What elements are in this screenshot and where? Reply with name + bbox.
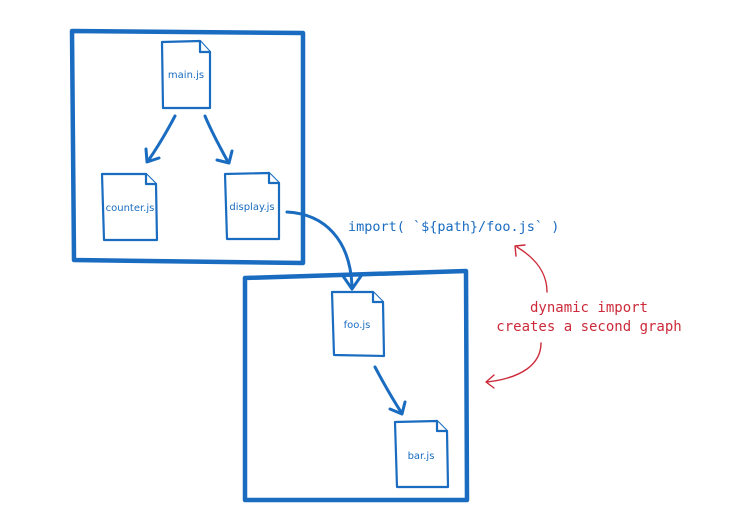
foo-js-document-icon — [330, 290, 386, 358]
counter-js-document-icon — [100, 172, 159, 242]
annotation-arrow-up — [514, 244, 548, 293]
bar-js-document-icon — [393, 419, 450, 489]
graph-2-border — [242, 268, 470, 503]
arrow-main-to-display — [203, 114, 234, 165]
arrow-main-to-counter — [144, 114, 177, 164]
annotation-line-2: creates a second graph — [496, 319, 681, 335]
display-js-label: display.js — [229, 202, 274, 213]
file-display-js: display.js — [223, 171, 281, 241]
bar-js-page-fold — [435, 419, 449, 433]
module-graph-2: foo.js bar.js — [242, 268, 470, 503]
dynamic-import-arrow — [285, 210, 363, 291]
annotation-line-1: dynamic import — [530, 300, 648, 316]
arrow-foo-to-bar — [373, 365, 407, 416]
module-graph-1: main.js counter.js display.js — [69, 28, 306, 266]
file-counter-js: counter.js — [100, 172, 159, 242]
display-js-page-fold — [267, 171, 281, 185]
main-js-label: main.js — [168, 70, 204, 81]
import-expression: import( `${path}/foo.js` ) — [348, 219, 559, 235]
display-js-document-icon — [223, 171, 281, 241]
foo-js-page-fold — [371, 290, 385, 304]
main-js-document-icon — [160, 39, 212, 110]
counter-js-page-fold — [144, 172, 158, 186]
counter-js-label: counter.js — [106, 203, 155, 214]
annotation-arrow-left — [485, 342, 542, 389]
file-bar-js: bar.js — [393, 419, 450, 489]
foo-js-label: foo.js — [344, 320, 371, 331]
bar-js-label: bar.js — [408, 451, 435, 462]
main-js-page-fold — [198, 39, 212, 54]
graph-1-border — [69, 28, 306, 266]
file-foo-js: foo.js — [330, 290, 386, 358]
file-main-js: main.js — [160, 39, 212, 110]
